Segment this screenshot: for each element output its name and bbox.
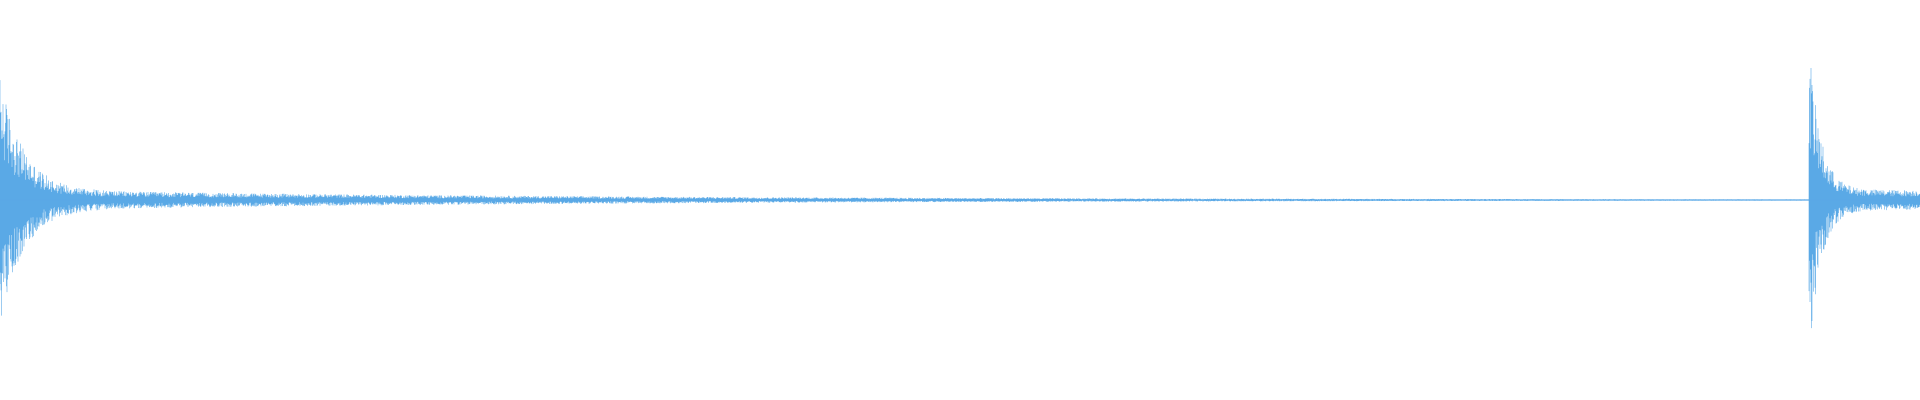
waveform-trace (0, 68, 1920, 329)
waveform-path (0, 68, 1920, 329)
